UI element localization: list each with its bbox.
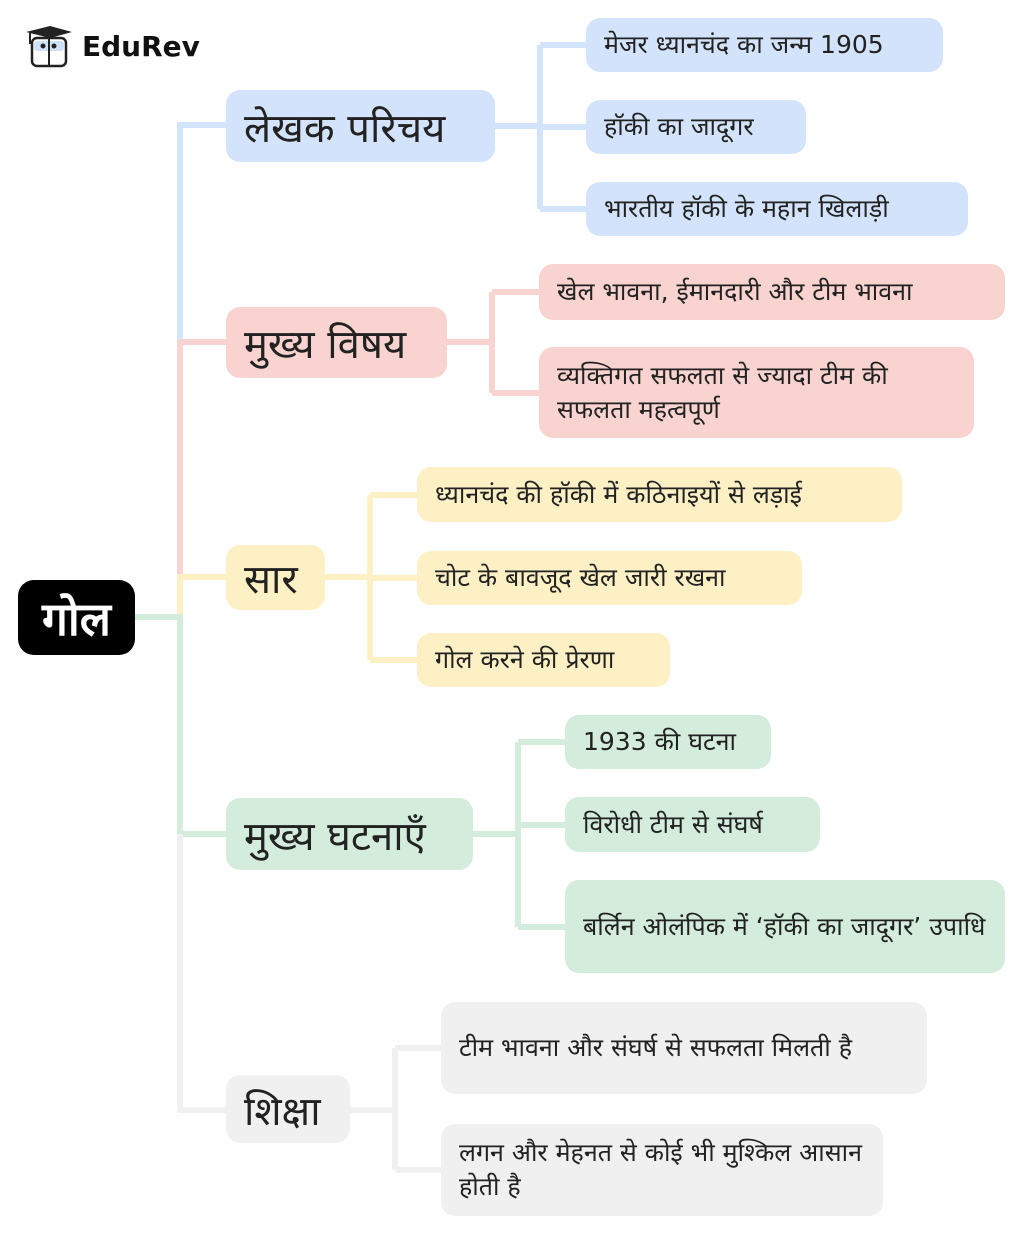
child-node: हॉकी का जादूगर	[586, 100, 806, 154]
child-node: ध्यानचंद की हॉकी में कठिनाइयों से लड़ाई	[417, 467, 902, 522]
child-node: लगन और मेहनत से कोई भी मुश्किल आसान होती…	[441, 1124, 883, 1216]
connector-gray	[177, 834, 441, 1173]
edurev-logo: EduRev	[22, 22, 200, 70]
child-node: मेजर ध्यानचंद का जन्म 1905	[586, 18, 943, 72]
connector-red	[177, 289, 539, 577]
child-node: भारतीय हॉकी के महान खिलाड़ी	[586, 182, 968, 236]
branch-mukhya-ghatnayen: मुख्य घटनाएँ	[226, 798, 473, 870]
connector-blue	[177, 42, 586, 340]
child-node: खेल भावना, ईमानदारी और टीम भावना	[539, 264, 1005, 320]
child-node: 1933 की घटना	[565, 715, 771, 769]
child-node: व्यक्तिगत सफलता से ज्यादा टीम की सफलता म…	[539, 347, 974, 438]
logo-text: EduRev	[82, 29, 200, 63]
graduate-mascot-icon	[26, 26, 72, 68]
connector-yellow	[177, 492, 417, 663]
child-node: टीम भावना और संघर्ष से सफलता मिलती है	[441, 1002, 927, 1094]
branch-mukhya-vishay: मुख्य विषय	[226, 307, 447, 378]
child-node: चोट के बावजूद खेल जारी रखना	[417, 551, 802, 605]
root-node: गोल	[18, 580, 135, 655]
branch-saar: सार	[226, 545, 325, 610]
branch-lekhak-parichay: लेखक परिचय	[226, 90, 495, 162]
child-node: विरोधी टीम से संघर्ष	[565, 797, 820, 852]
child-node: गोल करने की प्रेरणा	[417, 633, 670, 687]
child-node: बर्लिन ओलंपिक में ‘हॉकी का जादूगर’ उपाधि	[565, 880, 1005, 973]
branch-shiksha: शिक्षा	[226, 1075, 350, 1143]
connector-green	[135, 614, 565, 930]
